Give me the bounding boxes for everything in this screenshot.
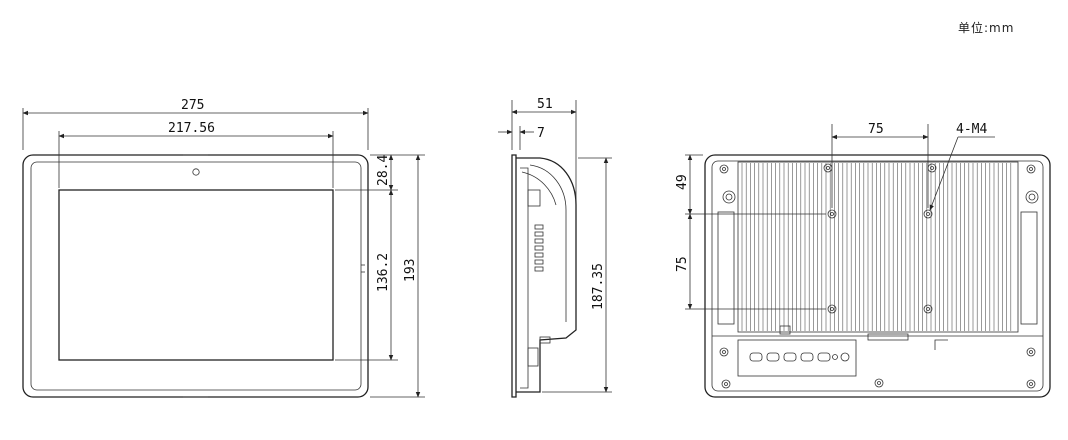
front-screen [58,189,334,361]
dim-side-height: 187.35 [591,263,606,310]
heatsink-area [737,161,1019,333]
front-camera-icon [192,168,200,176]
heatsink-fins [741,163,1012,331]
side-port [527,347,539,367]
io-panel [737,339,857,377]
dim-front-top-offset: 28.4 [376,155,391,186]
dim-side-depth: 51 [537,97,553,112]
side-vent-slots [534,224,544,272]
dim-screen-height: 136.2 [376,253,391,292]
back-housing-outer [704,154,1051,398]
side-view: 51 7 187.35 [498,97,612,398]
dim-side-bezel: 7 [537,126,545,141]
front-bezel-outer [22,154,369,398]
dim-mount-holes: 4-M4 [956,122,987,137]
side-bezel [511,154,517,398]
dim-screen-width: 217.56 [168,121,215,136]
dim-front-height: 193 [403,259,418,282]
dim-back-hole-spacing-v: 75 [675,256,690,272]
unit-label: 单位:mm [958,20,1014,35]
dim-back-top-offset: 49 [675,174,690,190]
dim-front-width: 275 [181,98,204,113]
front-view: 275 217.56 28.4 136.2 193 [22,98,425,398]
io-port-icon [749,352,850,362]
side-body-outline [516,157,577,393]
side-connector [527,189,541,207]
dim-back-hole-spacing-h: 75 [868,122,884,137]
vesa-hole-icon [827,209,933,314]
back-view: 75 4-M4 49 75 [675,122,1051,398]
corner-screw-icon [719,163,1039,389]
front-bezel-inner [30,161,362,391]
